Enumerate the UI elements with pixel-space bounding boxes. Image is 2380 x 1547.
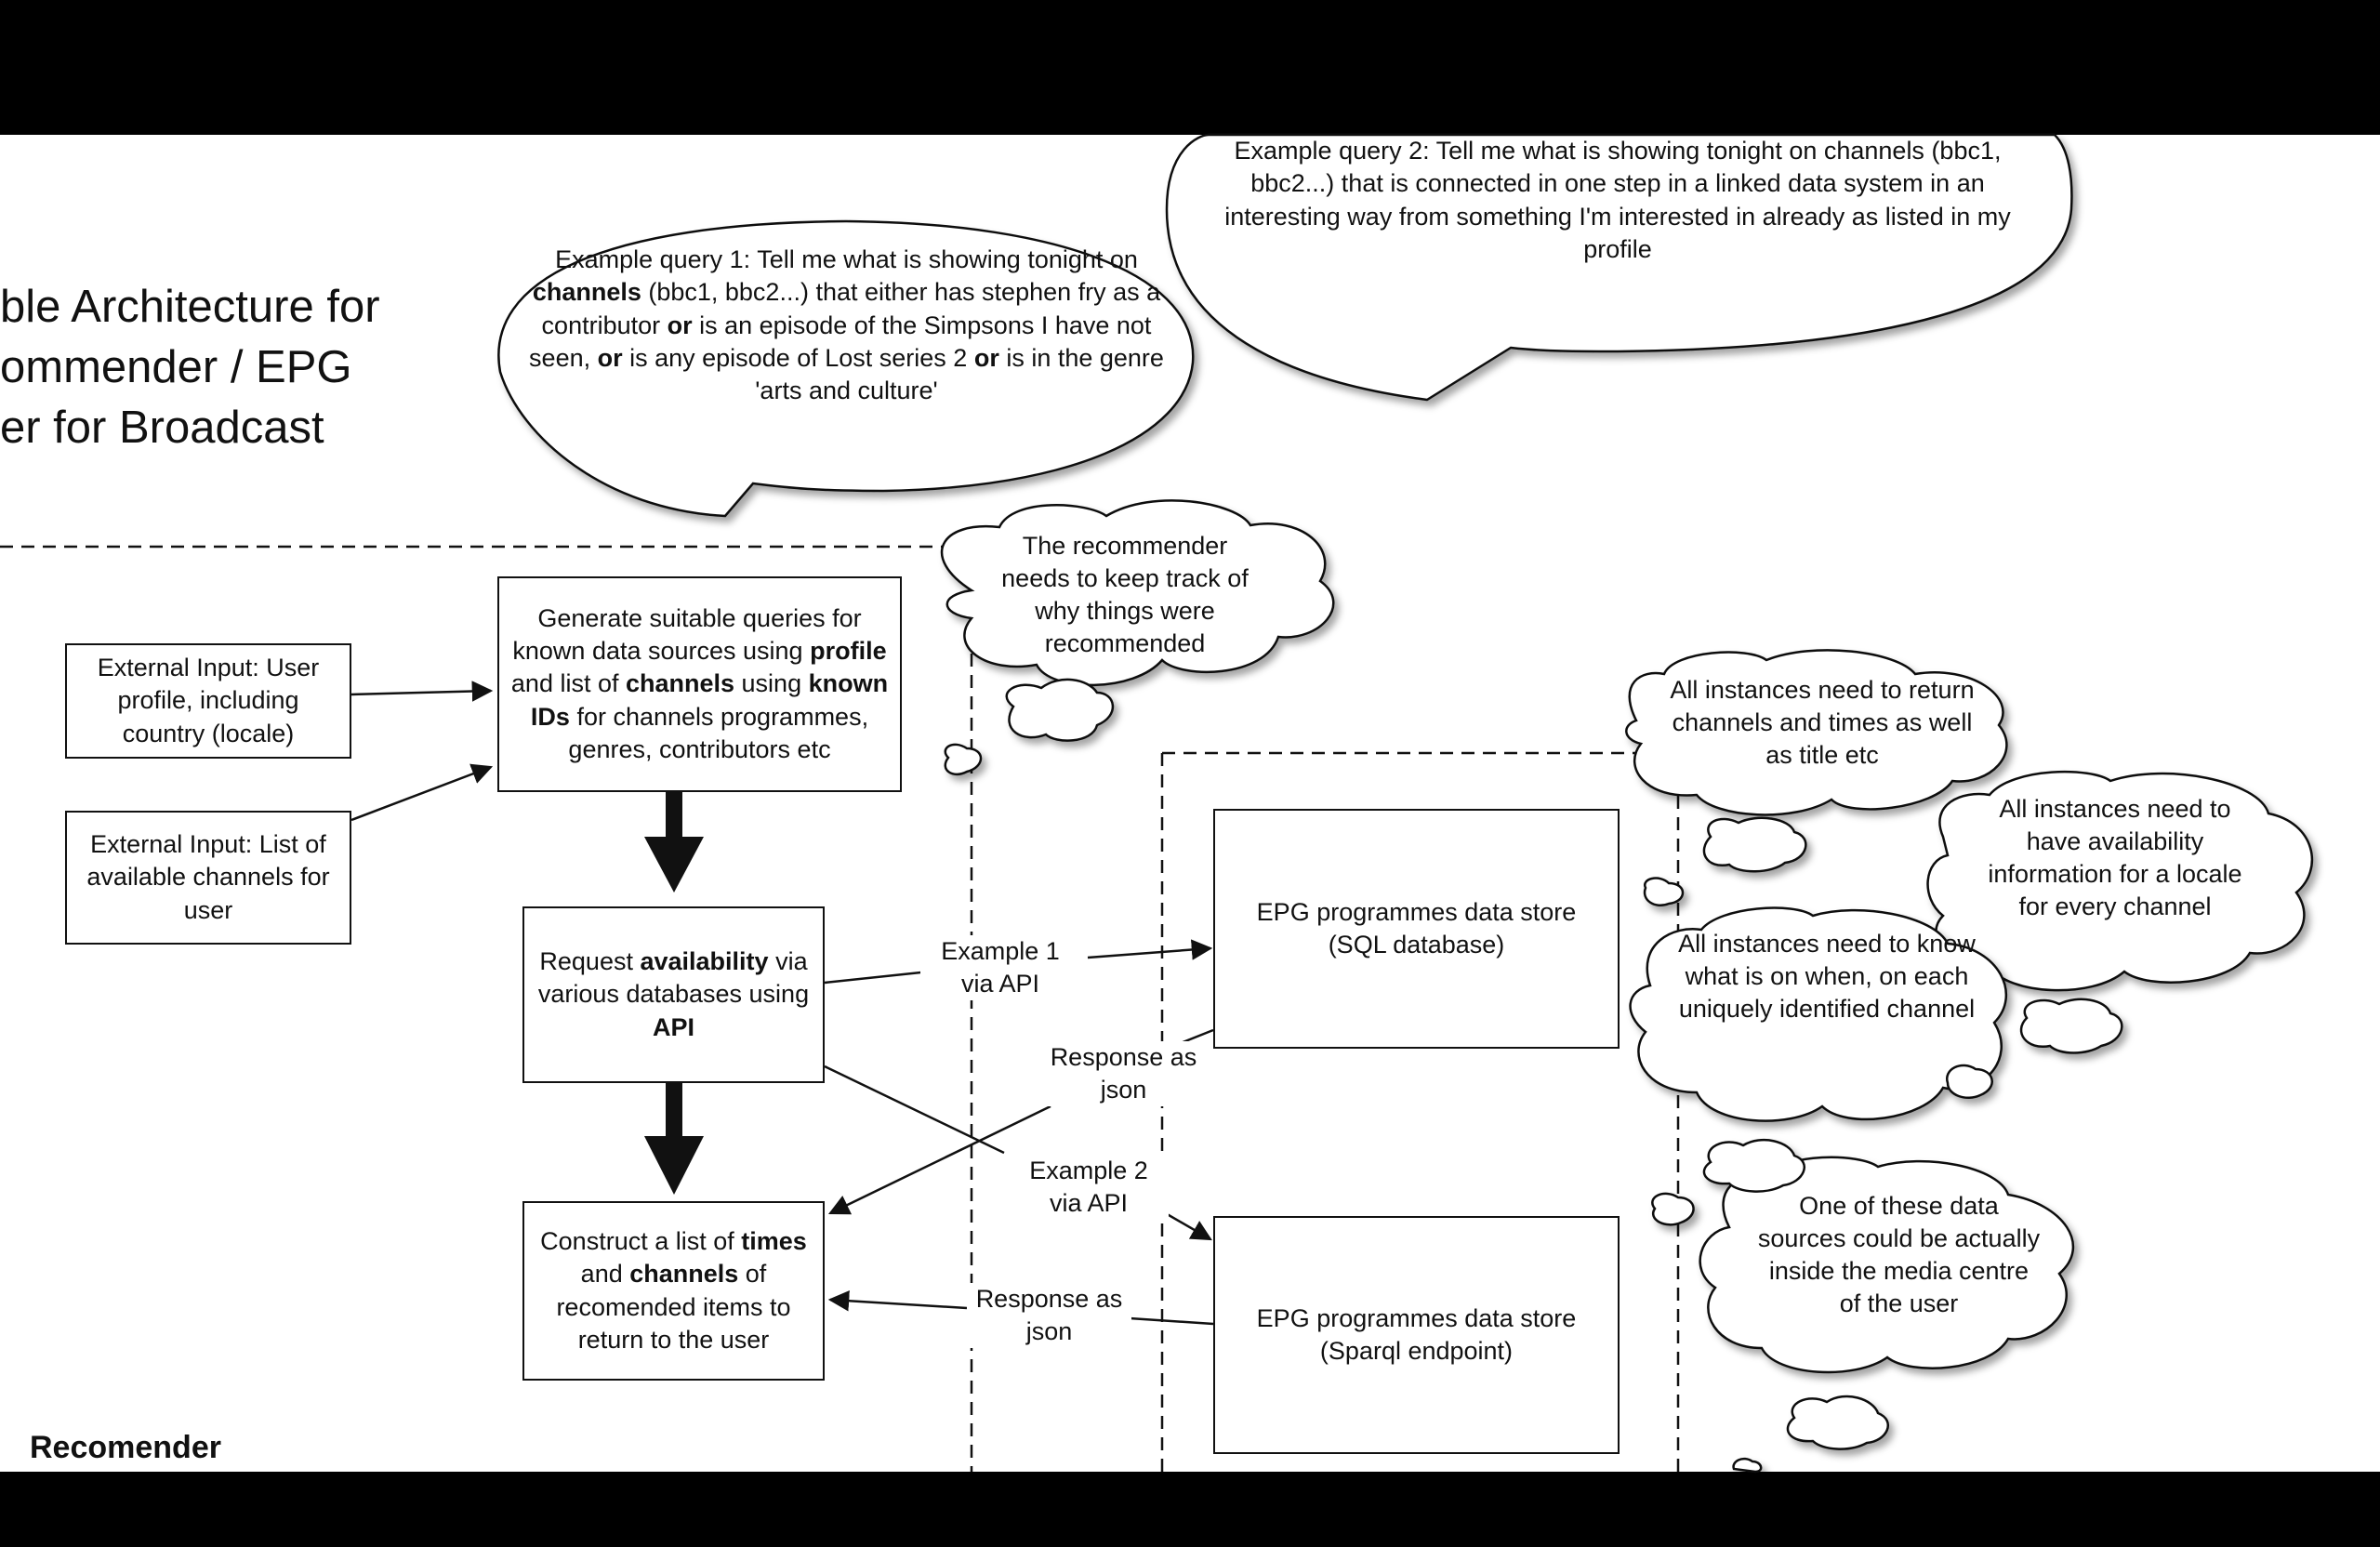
- cloud-inside-media: [1651, 1138, 2075, 1474]
- cloud-know-on: [1629, 906, 2008, 1122]
- arrow-request-to-sparql: [824, 1064, 1005, 1155]
- query2-text: Example query 2: Tell me what is showing…: [1224, 137, 2011, 264]
- cloud-recommender: [941, 499, 1335, 776]
- cloud-inside-media-text: One of these data sources could be actua…: [1757, 1192, 2041, 1318]
- generate-queries-box: Generate suitable queries for known data…: [497, 576, 902, 792]
- arrow-sparql-response-head: [827, 1290, 968, 1312]
- speech-bubble-query2: [1165, 133, 2073, 402]
- arrow-request-to-sql-head: [1087, 939, 1213, 960]
- external-input-profile-box: External Input: User profile, including …: [65, 643, 351, 759]
- arrow-request-to-sql: [824, 970, 931, 985]
- cloud-return-channels: [1625, 649, 2008, 906]
- arrow-sparql-response: [1129, 1316, 1214, 1326]
- arrow-sql-response-head: [827, 1104, 1051, 1215]
- arrow-sql-response: [1180, 1028, 1214, 1045]
- external-input-channels-box: External Input: List of available channe…: [65, 811, 351, 945]
- arrow-channels-to-generate: [350, 763, 494, 822]
- request-availability-box: Request availability via various databas…: [522, 906, 825, 1083]
- query1-text: Example query 1: Tell me what is showing…: [529, 245, 1164, 405]
- construct-list-box: Construct a list of times and channels o…: [522, 1201, 825, 1381]
- label-response2: Response as json: [967, 1283, 1131, 1349]
- flow-arrow-generate-to-request: [644, 792, 704, 892]
- sparql-datastore-box: EPG programmes data store (Sparql endpoi…: [1213, 1216, 1620, 1454]
- title-line-2: ommender / EPG: [0, 342, 352, 393]
- label-example1: Example 1 via API: [920, 935, 1080, 1001]
- title-line-1: ble Architecture for: [0, 282, 380, 332]
- diagram-title: ble Architecture for ommender / EPG er f…: [0, 277, 428, 458]
- cloud-availability-text: All instances need to have availability …: [1988, 795, 2242, 921]
- label-response1: Response as json: [1041, 1041, 1206, 1107]
- title-line-3: er for Broadcast: [0, 403, 324, 454]
- speech-bubble-query1: [497, 219, 1195, 518]
- label-example2: Example 2 via API: [1009, 1155, 1169, 1221]
- cloud-return-channels-text: All instances need to return channels an…: [1670, 676, 1975, 770]
- cloud-know-on-text: All instances need to know what is on wh…: [1678, 930, 1976, 1024]
- recommender-section-label: Recomender: [30, 1430, 221, 1465]
- arrow-profile-to-generate: [350, 681, 494, 702]
- sql-datastore-box: EPG programmes data store (SQL database): [1213, 809, 1620, 1049]
- cloud-recommender-text: The recommender needs to keep track of w…: [1001, 532, 1249, 658]
